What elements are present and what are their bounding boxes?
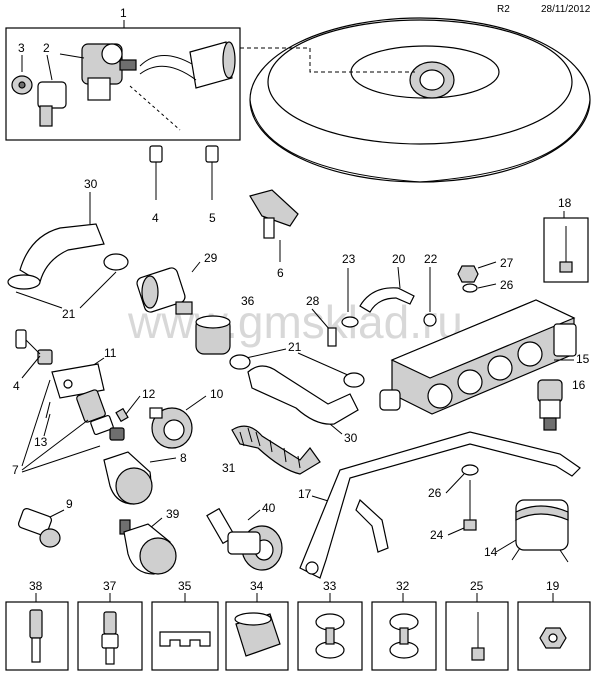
callout-33: 33 bbox=[323, 579, 337, 593]
injector-body-40 bbox=[206, 507, 283, 571]
tank-valve-flange bbox=[409, 61, 455, 99]
callout-17: 17 bbox=[298, 487, 312, 501]
callout-2: 2 bbox=[43, 41, 50, 55]
gas-connector-4b bbox=[15, 329, 53, 365]
support-bracket-17 bbox=[299, 431, 581, 579]
solenoid-coil bbox=[37, 81, 67, 127]
callout-16: 16 bbox=[572, 378, 586, 392]
callout-38: 38 bbox=[29, 579, 43, 593]
multivalve-body bbox=[81, 43, 137, 101]
washer-26a bbox=[462, 283, 478, 293]
callout-12: 12 bbox=[142, 387, 156, 401]
callout-20: 20 bbox=[392, 252, 406, 266]
solenoid-cap bbox=[11, 75, 33, 95]
rubber-boot-8 bbox=[103, 451, 153, 505]
bleed-screw bbox=[327, 327, 337, 347]
date-label: 28/11/2012 bbox=[541, 4, 591, 15]
gas-connector-5 bbox=[205, 145, 219, 200]
callout-26a: 26 bbox=[500, 278, 514, 292]
screw-13 bbox=[45, 401, 51, 419]
fuel-pipe bbox=[359, 287, 415, 313]
corrugated-hose bbox=[231, 425, 321, 475]
callout-10: 10 bbox=[210, 387, 224, 401]
washer-26b bbox=[461, 464, 479, 476]
callout-5: 5 bbox=[209, 211, 216, 225]
filter-element bbox=[195, 315, 231, 355]
hose-clamp-right bbox=[229, 354, 365, 388]
box-32: 32 bbox=[371, 579, 437, 671]
callout-36: 36 bbox=[241, 294, 255, 308]
callout-37: 37 bbox=[103, 579, 117, 593]
nut-27 bbox=[457, 265, 479, 283]
callout-3: 3 bbox=[18, 41, 25, 55]
callout-1: 1 bbox=[120, 6, 127, 20]
callout-18: 18 bbox=[558, 196, 572, 210]
callout-8: 8 bbox=[180, 451, 187, 465]
box-35: 35 bbox=[151, 579, 219, 671]
callout-13: 13 bbox=[34, 435, 48, 449]
callout-6: 6 bbox=[277, 266, 284, 280]
callout-31: 31 bbox=[222, 461, 236, 475]
lpg-tank bbox=[249, 17, 591, 183]
injector-rail bbox=[379, 299, 577, 415]
injector-nozzle-assembly bbox=[76, 389, 125, 441]
callout-34: 34 bbox=[250, 579, 264, 593]
filter-cartridge bbox=[139, 41, 236, 89]
bolt-24 bbox=[463, 480, 477, 531]
callout-27: 27 bbox=[500, 256, 514, 270]
callout-40: 40 bbox=[262, 501, 276, 515]
callout-23: 23 bbox=[342, 252, 356, 266]
callout-7: 7 bbox=[12, 463, 19, 477]
gas-filter bbox=[136, 267, 193, 315]
callout-15: 15 bbox=[576, 352, 590, 366]
callout-30b: 30 bbox=[344, 431, 358, 445]
callout-32: 32 bbox=[396, 579, 410, 593]
callout-24: 24 bbox=[430, 528, 444, 542]
callout-26b: 26 bbox=[428, 486, 442, 500]
mounting-bracket-11 bbox=[51, 363, 105, 399]
callout-19: 19 bbox=[546, 579, 560, 593]
callout-29: 29 bbox=[204, 251, 218, 265]
callout-39: 39 bbox=[166, 507, 180, 521]
callout-22: 22 bbox=[424, 252, 438, 266]
gas-connector-4 bbox=[149, 145, 163, 200]
revision-label: R2 bbox=[497, 4, 510, 15]
box-34: 34 bbox=[225, 579, 289, 671]
callout-9: 9 bbox=[66, 497, 73, 511]
pressure-sensor bbox=[249, 189, 299, 239]
callout-14: 14 bbox=[484, 545, 498, 559]
adapter-boot-39 bbox=[119, 519, 177, 575]
hose-clamp-mid bbox=[103, 253, 129, 271]
callout-35: 35 bbox=[178, 579, 192, 593]
injector-cap-10 bbox=[149, 407, 193, 449]
callout-4a: 4 bbox=[152, 211, 159, 225]
protective-cover-14 bbox=[511, 499, 569, 563]
callout-30a: 30 bbox=[84, 177, 98, 191]
box-37: 37 bbox=[77, 579, 143, 671]
adapter-9 bbox=[18, 507, 61, 548]
hose-clamp-left bbox=[7, 274, 41, 290]
callout-28: 28 bbox=[306, 294, 320, 308]
box-25: 25 bbox=[445, 579, 509, 671]
bolt-18 bbox=[559, 226, 573, 273]
coolant-hose-upper bbox=[19, 223, 105, 283]
box-19: 19 bbox=[517, 579, 591, 671]
callout-21a: 21 bbox=[62, 307, 76, 321]
box-38: 38 bbox=[5, 579, 69, 671]
callout-4b: 4 bbox=[13, 379, 20, 393]
seal-22 bbox=[423, 313, 437, 327]
clip-23 bbox=[341, 316, 359, 328]
box-33: 33 bbox=[297, 579, 363, 671]
callout-21b: 21 bbox=[288, 340, 302, 354]
coolant-hose-lower bbox=[247, 365, 359, 425]
callout-11: 11 bbox=[104, 346, 117, 360]
screw-12 bbox=[115, 407, 129, 423]
callout-25: 25 bbox=[470, 579, 484, 593]
pressure-regulator-16 bbox=[537, 379, 563, 431]
